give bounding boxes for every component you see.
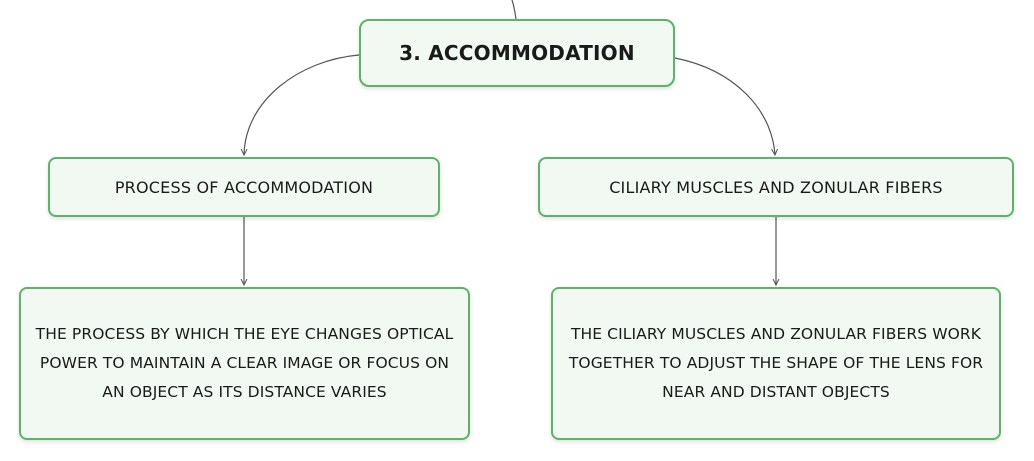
- connector-root-to-ciliary: [674, 57, 775, 155]
- node-label: CILIARY MUSCLES AND ZONULAR FIBERS: [609, 177, 943, 197]
- connector-root-to-process: [244, 54, 360, 155]
- node-process-of-accommodation[interactable]: PROCESS OF ACCOMMODATION: [48, 157, 440, 217]
- node-ciliary-detail[interactable]: THE CILIARY MUSCLES AND ZONULAR FIBERS W…: [551, 287, 1001, 440]
- connector-incoming: [511, 0, 517, 20]
- node-label: PROCESS OF ACCOMMODATION: [114, 177, 374, 197]
- node-process-detail[interactable]: THE PROCESS BY WHICH THE EYE CHANGES OPT…: [19, 287, 470, 440]
- root-node-accommodation[interactable]: 3. ACCOMMODATION: [359, 19, 675, 87]
- node-detail-text: THE PROCESS BY WHICH THE EYE CHANGES OPT…: [35, 325, 454, 401]
- node-ciliary-muscles-and-zonular-fibers[interactable]: CILIARY MUSCLES AND ZONULAR FIBERS: [538, 157, 1014, 217]
- root-node-label: 3. ACCOMMODATION: [399, 41, 635, 65]
- node-detail-text: THE CILIARY MUSCLES AND ZONULAR FIBERS W…: [568, 325, 984, 401]
